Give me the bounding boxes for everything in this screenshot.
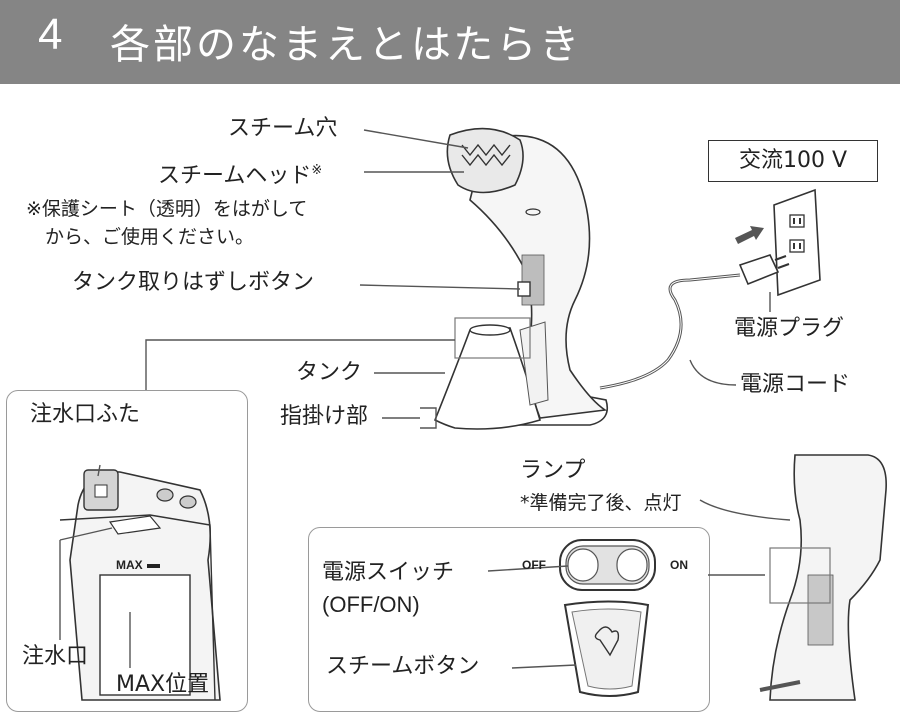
steam-holes — [461, 143, 511, 167]
label-switch-on: ON — [670, 558, 688, 572]
label-steam-head-text: スチームヘッド — [158, 163, 312, 189]
label-lamp-note: *準備完了後、点灯 — [520, 492, 682, 514]
label-power-cord: 電源コード — [740, 372, 851, 397]
label-lamp: ランプ — [520, 458, 586, 483]
label-steam-button: スチームボタン — [326, 654, 480, 679]
label-steam-head: スチームヘッド※ — [158, 158, 322, 189]
label-power-switch: 電源スイッチ — [322, 560, 455, 585]
label-steam-head-mark: ※ — [311, 163, 323, 178]
ac-voltage-box: 交流100 V — [708, 140, 878, 182]
steamer-side-view — [759, 454, 887, 701]
steamer-body — [433, 127, 741, 430]
section-number: 4 — [38, 10, 63, 59]
label-steam-hole: スチーム穴 — [228, 116, 338, 141]
note-line-1: ※保護シート（透明）をはがして — [26, 198, 308, 220]
label-switch-off: OFF — [522, 558, 546, 572]
section-header: 4 各部のなまえとはたらき — [0, 0, 900, 84]
label-fill-cap: 注水口ふた — [30, 402, 141, 427]
label-power-plug: 電源プラグ — [734, 316, 845, 341]
wall-outlet — [773, 188, 821, 297]
section-title: 各部のなまえとはたらき — [110, 22, 583, 68]
label-finger-grip: 指掛け部 — [280, 404, 369, 429]
label-max-mark: MAX — [116, 558, 143, 572]
power-plug — [735, 226, 790, 286]
switch-closeup — [559, 539, 656, 697]
label-tank-release-button: タンク取りはずしボタン — [72, 270, 315, 295]
note-line-2: から、ご使用ください。 — [45, 226, 255, 248]
label-max-position: MAX位置 — [116, 672, 210, 697]
label-tank: タンク — [296, 360, 363, 385]
label-power-switch-sub: (OFF/ON) — [322, 592, 420, 617]
label-fill-port: 注水口 — [22, 644, 89, 669]
